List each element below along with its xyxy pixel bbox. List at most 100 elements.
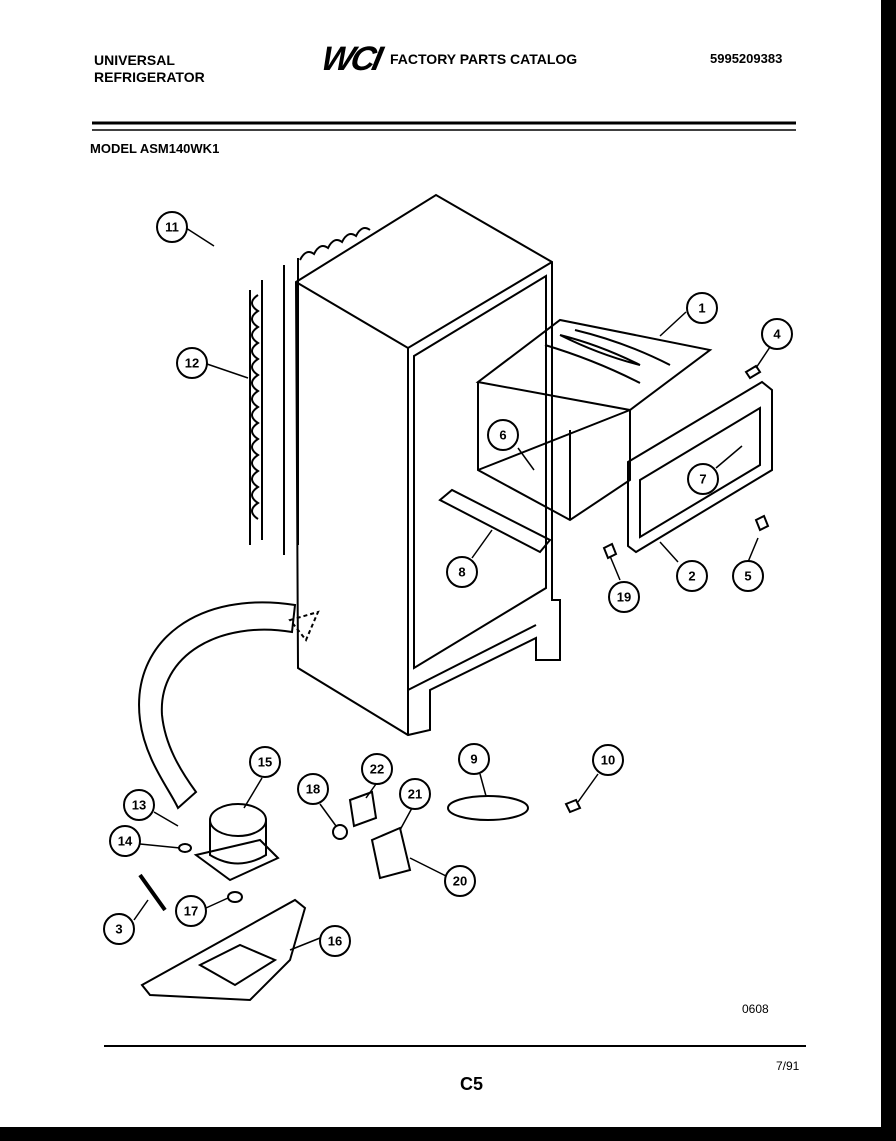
leader-3	[133, 899, 149, 921]
leader-19	[609, 555, 621, 581]
leader-lines	[133, 227, 771, 951]
svg-text:8: 8	[458, 565, 465, 580]
callout-8: 8	[446, 556, 478, 588]
callout-17: 17	[175, 895, 207, 927]
svg-text:20: 20	[453, 874, 467, 889]
svg-text:11: 11	[165, 220, 179, 235]
callout-16: 16	[319, 925, 351, 957]
connector	[564, 798, 582, 814]
svg-text:5: 5	[744, 569, 751, 584]
compressor-body	[209, 820, 267, 865]
drip-tray	[438, 488, 552, 554]
condenser-coil	[251, 294, 260, 520]
cabinet-drawing	[138, 193, 773, 1002]
leader-2	[659, 541, 679, 563]
leader-1	[659, 311, 687, 337]
exploded-parts-diagram: 1 2 3 4 5 6 7 8 9 10 11 12 13 14 15 16 1…	[92, 121, 806, 1047]
svg-text:9: 9	[470, 752, 477, 767]
cabinet-body	[294, 193, 561, 737]
svg-text:22: 22	[370, 762, 384, 777]
svg-text:15: 15	[258, 755, 272, 770]
svg-text:19: 19	[617, 590, 631, 605]
svg-text:18: 18	[306, 782, 320, 797]
catalog-part-number: 5995209383	[710, 51, 783, 66]
callout-10: 10	[592, 744, 624, 776]
compressor-top	[209, 803, 267, 837]
svg-text:14: 14	[118, 834, 133, 849]
evaporator-body	[477, 382, 631, 522]
relay	[370, 826, 412, 880]
callout-13: 13	[123, 789, 155, 821]
evaporator-door	[627, 380, 773, 554]
revision-date: 7/91	[776, 1059, 800, 1073]
catalog-title: FACTORY PARTS CATALOG	[390, 51, 578, 67]
callout-11: 11	[156, 211, 188, 243]
callout-21: 21	[399, 778, 431, 810]
leader-14	[139, 843, 181, 849]
condenser-frame	[249, 258, 299, 555]
evaporator-inner-lines	[477, 409, 631, 520]
leader-15	[243, 777, 263, 809]
callout-22: 22	[361, 753, 393, 785]
scan-border-right	[881, 0, 896, 1141]
svg-text:4: 4	[773, 327, 781, 342]
leader-4	[755, 346, 771, 369]
terminal-cover	[332, 824, 348, 840]
callout-19: 19	[608, 581, 640, 613]
drawing-code: 0608	[742, 1002, 769, 1016]
callout-1: 1	[686, 292, 718, 324]
svg-text:21: 21	[408, 787, 422, 802]
leader-11	[185, 227, 215, 247]
base-pan	[140, 898, 307, 1002]
callout-4: 4	[761, 318, 793, 350]
svg-text:13: 13	[132, 798, 146, 813]
leader-10	[577, 773, 599, 803]
scan-border-bottom	[0, 1127, 896, 1141]
grommet	[178, 843, 192, 853]
svg-text:6: 6	[499, 428, 506, 443]
cabinet-top-edge	[295, 261, 553, 350]
callout-12: 12	[176, 347, 208, 379]
compressor-mount	[193, 838, 280, 882]
leader-16	[289, 937, 321, 951]
callout-2: 2	[676, 560, 708, 592]
svg-text:2: 2	[688, 569, 695, 584]
leader-9	[479, 773, 487, 797]
overload	[348, 790, 378, 828]
callout-15: 15	[249, 746, 281, 778]
callout-18: 18	[297, 773, 329, 805]
leader-20	[409, 857, 447, 877]
callout-6: 6	[487, 419, 519, 451]
assembly-arrow	[138, 601, 297, 810]
power-cord	[447, 795, 529, 821]
leader-13	[153, 811, 179, 827]
brand-line-1: UNIVERSAL	[94, 52, 175, 68]
callout-14: 14	[109, 825, 141, 857]
leader-22	[365, 783, 377, 799]
catalog-page	[0, 0, 881, 1127]
callout-3: 3	[103, 913, 135, 945]
page-number: C5	[460, 1074, 484, 1094]
svg-text:16: 16	[328, 934, 342, 949]
callout-5: 5	[732, 560, 764, 592]
model-label: MODEL ASM140WK1	[90, 141, 220, 156]
callout-7: 7	[687, 463, 719, 495]
door-hinges	[602, 364, 770, 560]
leader-18	[319, 803, 337, 827]
condenser-top-coil	[299, 227, 371, 261]
svg-text:12: 12	[185, 356, 199, 371]
svg-text:10: 10	[601, 753, 615, 768]
svg-text:1: 1	[698, 301, 705, 316]
evaporator-tubes	[544, 329, 671, 384]
callout-9: 9	[458, 743, 490, 775]
leader-6	[517, 447, 535, 471]
svg-text:17: 17	[184, 904, 198, 919]
base-line	[407, 624, 537, 691]
evaporator-door-inner	[639, 406, 761, 539]
base-pan-well	[197, 943, 278, 987]
svg-text:7: 7	[699, 472, 706, 487]
leader-5	[747, 537, 759, 563]
drier	[138, 873, 167, 912]
leader-7	[715, 445, 743, 469]
leader-12	[206, 363, 249, 379]
